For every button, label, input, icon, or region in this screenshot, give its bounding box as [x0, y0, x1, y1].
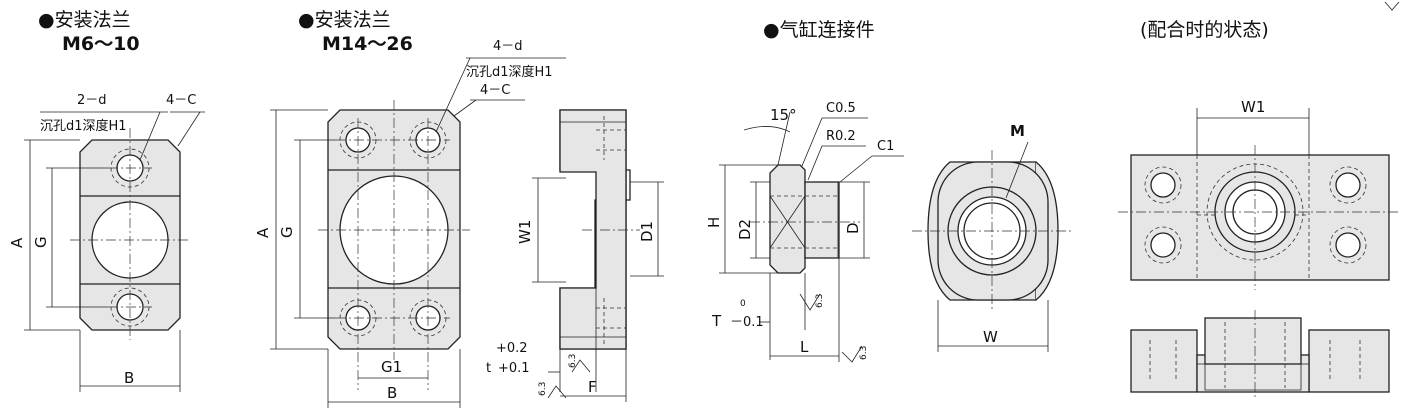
dim-W1-assembled: W1 — [1241, 98, 1265, 116]
label-4c-small: 4－C — [166, 93, 196, 108]
tol-t-lower: +0.1 — [498, 361, 530, 376]
title-flange-small: ●安装法兰 — [38, 9, 131, 31]
roughness-connector-1: 6.3 — [815, 294, 825, 308]
label-c1: C1 — [877, 139, 894, 154]
dim-D2: D2 — [736, 219, 754, 240]
dim-A-large: A — [254, 227, 272, 238]
roughness-side-2: 6.3 — [538, 382, 548, 396]
corner-mark-icon — [1384, 1, 1400, 11]
roughness-side-1: 6.3 — [568, 354, 578, 368]
dim-D1: D1 — [638, 221, 656, 242]
dim-G-large: G — [278, 226, 296, 238]
title-flange-large: ●安装法兰 — [298, 9, 391, 31]
tol-T-lower: －0.1 — [730, 315, 764, 330]
connector-front-view: M W — [912, 122, 1072, 352]
dim-W1: W1 — [516, 220, 534, 244]
flange-side-view: W1 D1 +0.2 t +0.1 F 6.3 6.3 — [486, 109, 664, 402]
dim-G1: G1 — [381, 358, 402, 376]
label-counterbore-large: 沉孔d1深度H1 — [466, 64, 553, 80]
dim-G-small: G — [32, 236, 50, 248]
dim-F: F — [588, 378, 597, 396]
assembled-top-view: W1 — [1118, 98, 1400, 290]
dim-t: t — [486, 361, 491, 376]
tol-T-upper: 0 — [740, 299, 746, 309]
title-flange-large-range: M14～26 — [322, 33, 413, 55]
tol-t-upper: +0.2 — [496, 341, 528, 356]
label-M: M — [1010, 122, 1025, 140]
title-assembled-state: (配合时的状态) — [1140, 19, 1269, 41]
assembled-side-view — [1130, 310, 1390, 400]
label-c05: C0.5 — [826, 101, 856, 116]
dim-D: D — [844, 222, 862, 234]
roughness-connector-2: 6.3 — [859, 346, 869, 360]
label-angle-15: 15° — [770, 106, 797, 124]
dim-T: T — [711, 312, 722, 330]
label-2d: 2－d — [77, 93, 107, 108]
dim-A-small: A — [8, 237, 26, 248]
flange-large-view: A G G1 B 4－d 沉孔d1深度H1 4－C — [254, 39, 566, 408]
dim-H: H — [705, 217, 723, 228]
dim-W: W — [983, 328, 998, 346]
label-4d: 4－d — [493, 39, 523, 54]
title-flange-small-range: M6～10 — [62, 33, 140, 55]
dim-B-large: B — [387, 384, 397, 402]
label-r02: R0.2 — [826, 129, 856, 144]
connector-side-view: 15° C0.5 R0.2 C1 H D2 D 0 T －0.1 — [705, 101, 904, 363]
label-4c-large: 4－C — [480, 83, 510, 98]
title-cylinder-connector: ●气缸连接件 — [763, 19, 875, 41]
dim-L: L — [800, 338, 809, 356]
flange-small-view: A G B 2－d 沉孔d1深度H1 4－C — [8, 93, 205, 392]
dim-B-small: B — [124, 369, 134, 387]
label-counterbore-small: 沉孔d1深度H1 — [40, 118, 127, 134]
